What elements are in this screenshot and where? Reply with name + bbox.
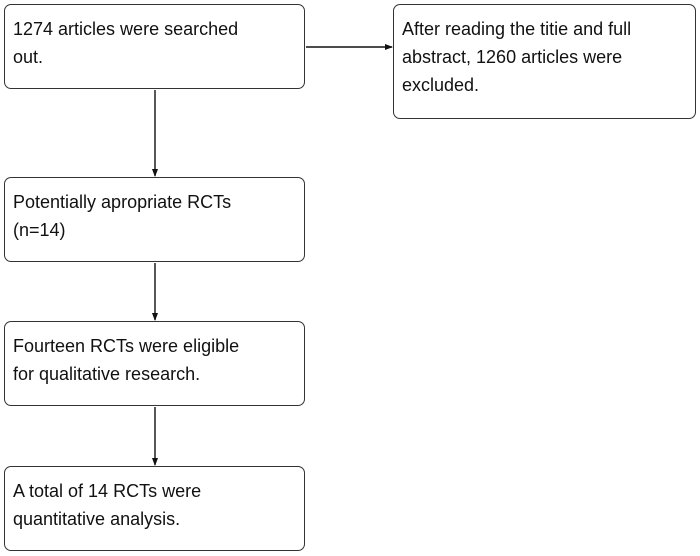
exclusion-box: After reading the titie and full abstrac…	[393, 4, 696, 119]
total-rcts-box: A total of 14 RCTs were quantitative ana…	[4, 466, 305, 551]
eligible-rcts-box: Fourteen RCTs were eligible for qualitat…	[4, 321, 305, 406]
potential-rcts-box: Potentially apropriate RCTs (n=14)	[4, 177, 305, 262]
search-results-box: 1274 articles were searched out.	[4, 4, 305, 89]
